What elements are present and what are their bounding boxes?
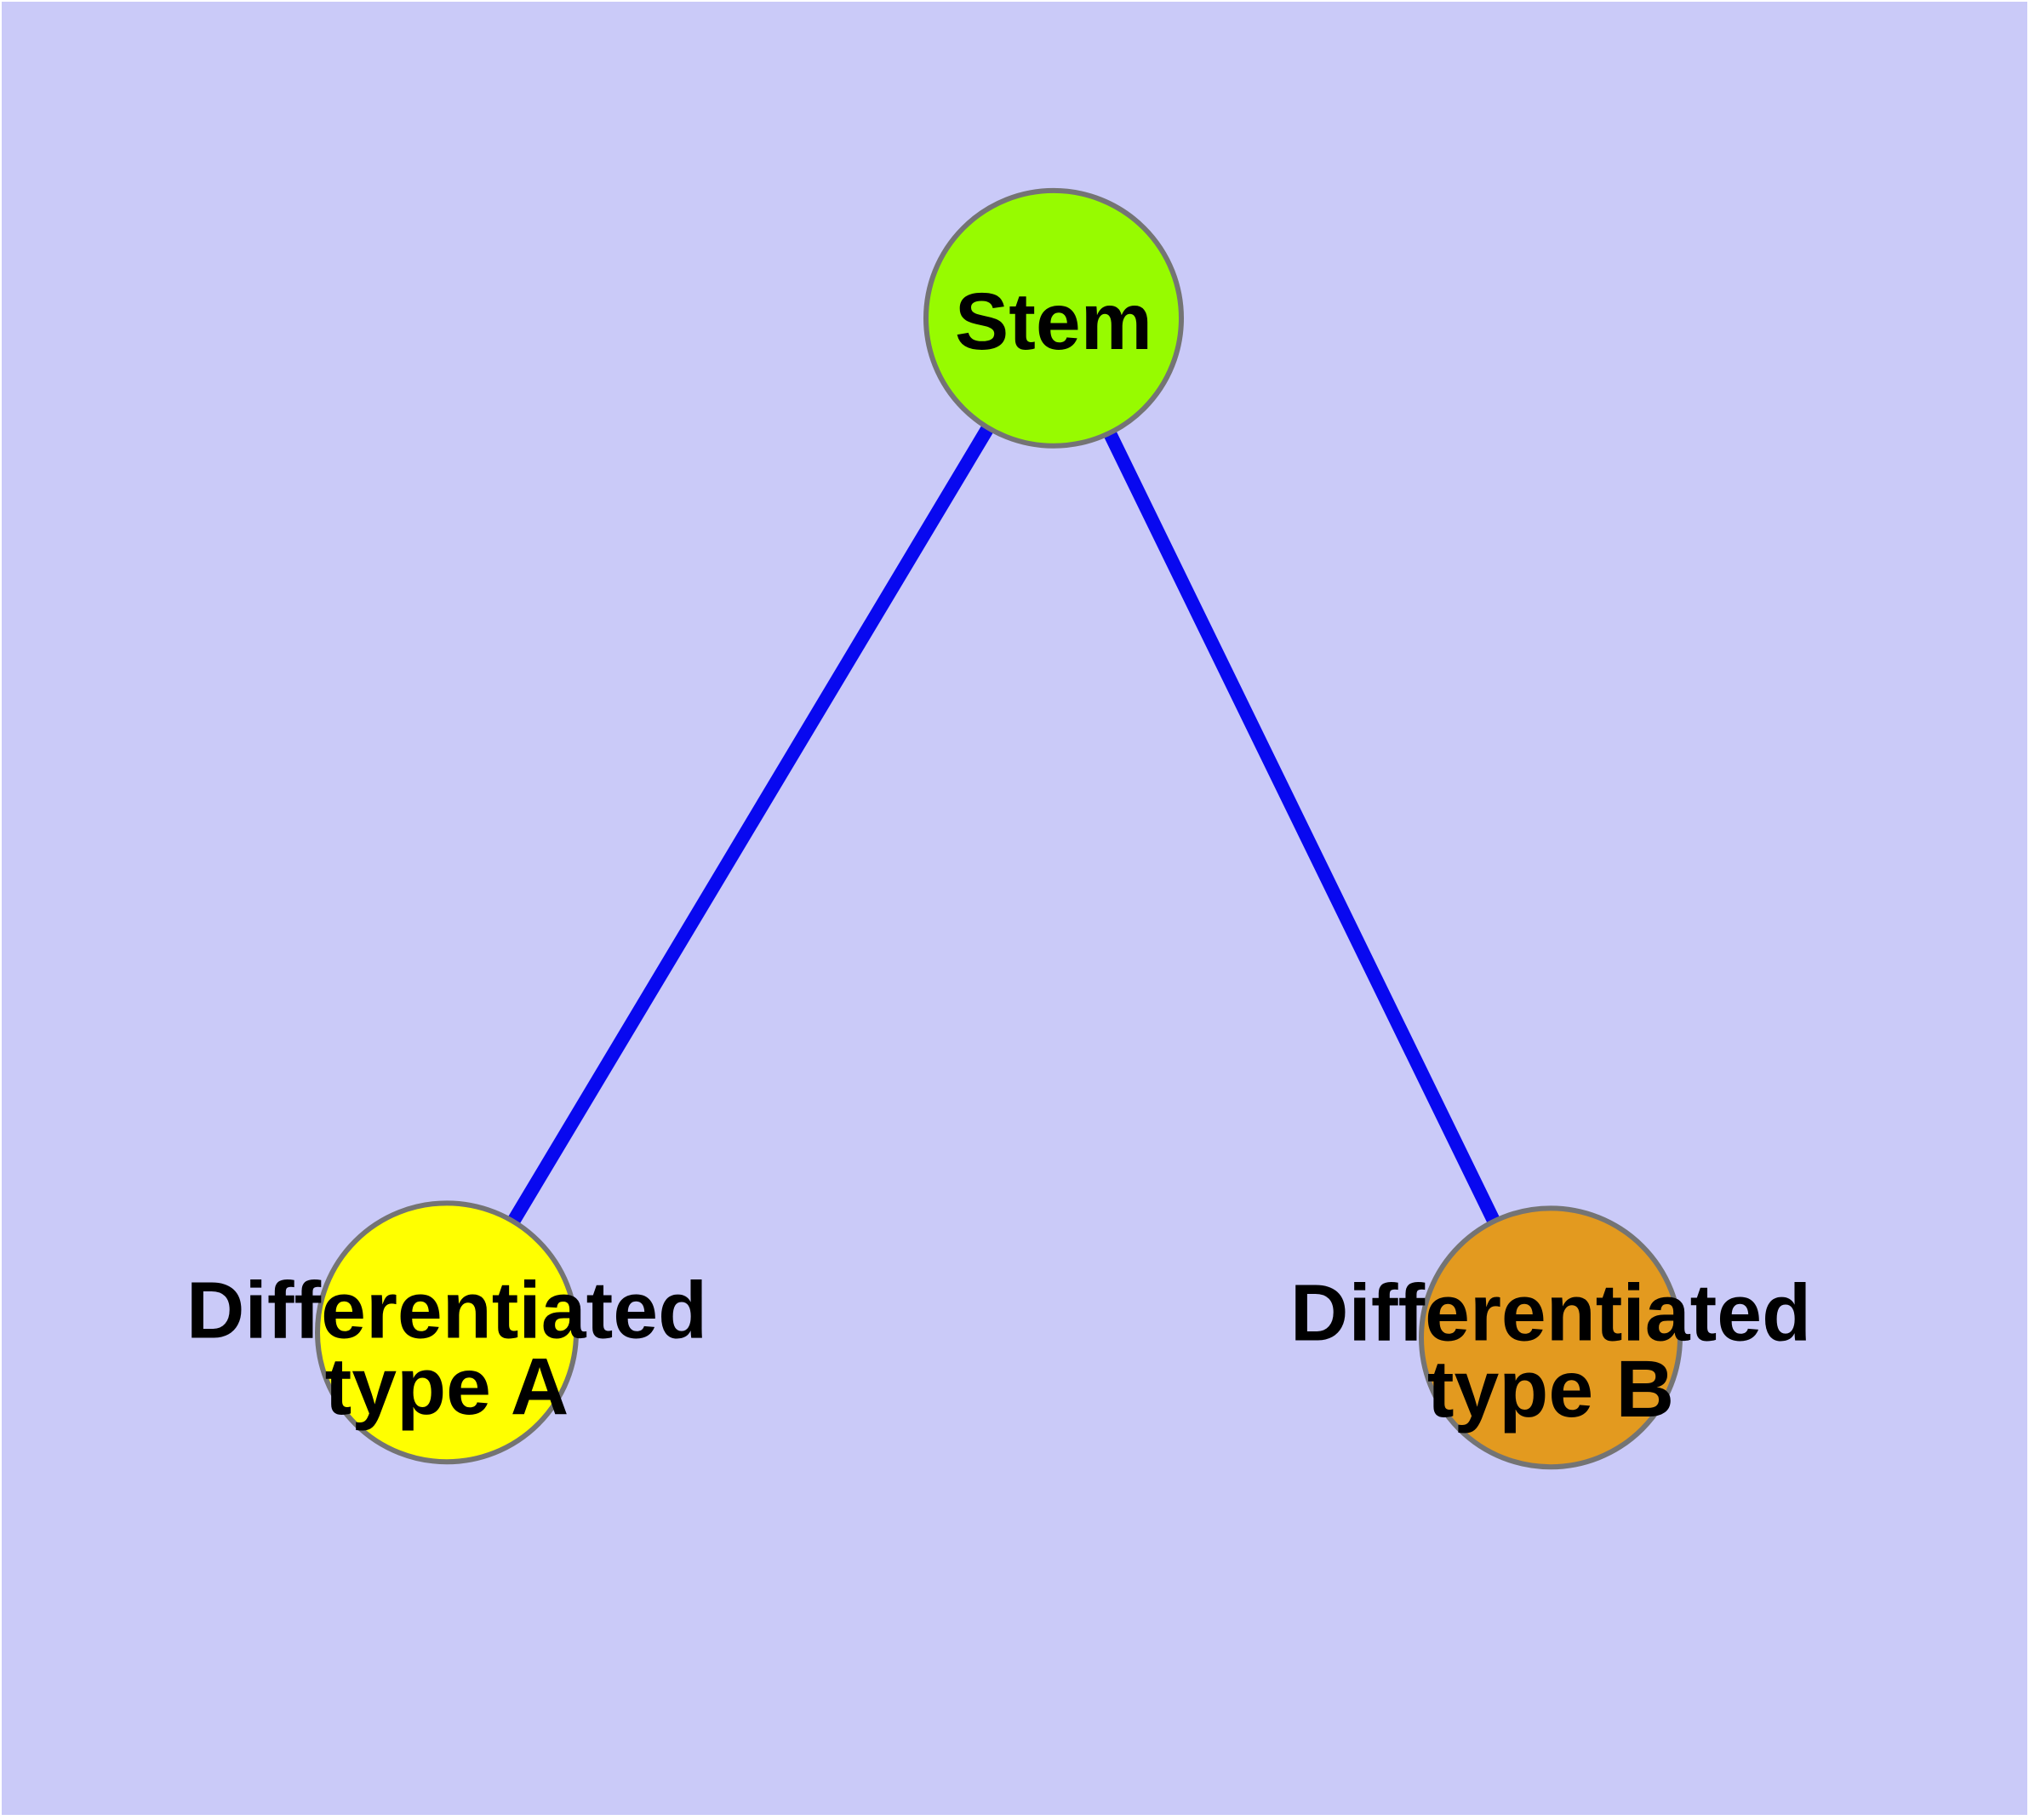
node-differentiated-type-a-label-line1: Differentiated <box>186 1265 707 1355</box>
edge-stem-to-type-b <box>1047 315 1557 1341</box>
edge-stem-to-type-a <box>441 314 1060 1336</box>
node-differentiated-type-b-label-line2: type B <box>1427 1344 1674 1434</box>
node-differentiated-type-a[interactable] <box>315 1200 579 1465</box>
node-differentiated-type-b[interactable] <box>1419 1205 1683 1470</box>
node-stem-label: Stem <box>955 277 1152 367</box>
node-differentiated-type-a-label-line2: type A <box>325 1342 569 1432</box>
node-differentiated-type-b-label-line1: Differentiated <box>1290 1268 1811 1358</box>
node-stem[interactable] <box>923 187 1184 449</box>
